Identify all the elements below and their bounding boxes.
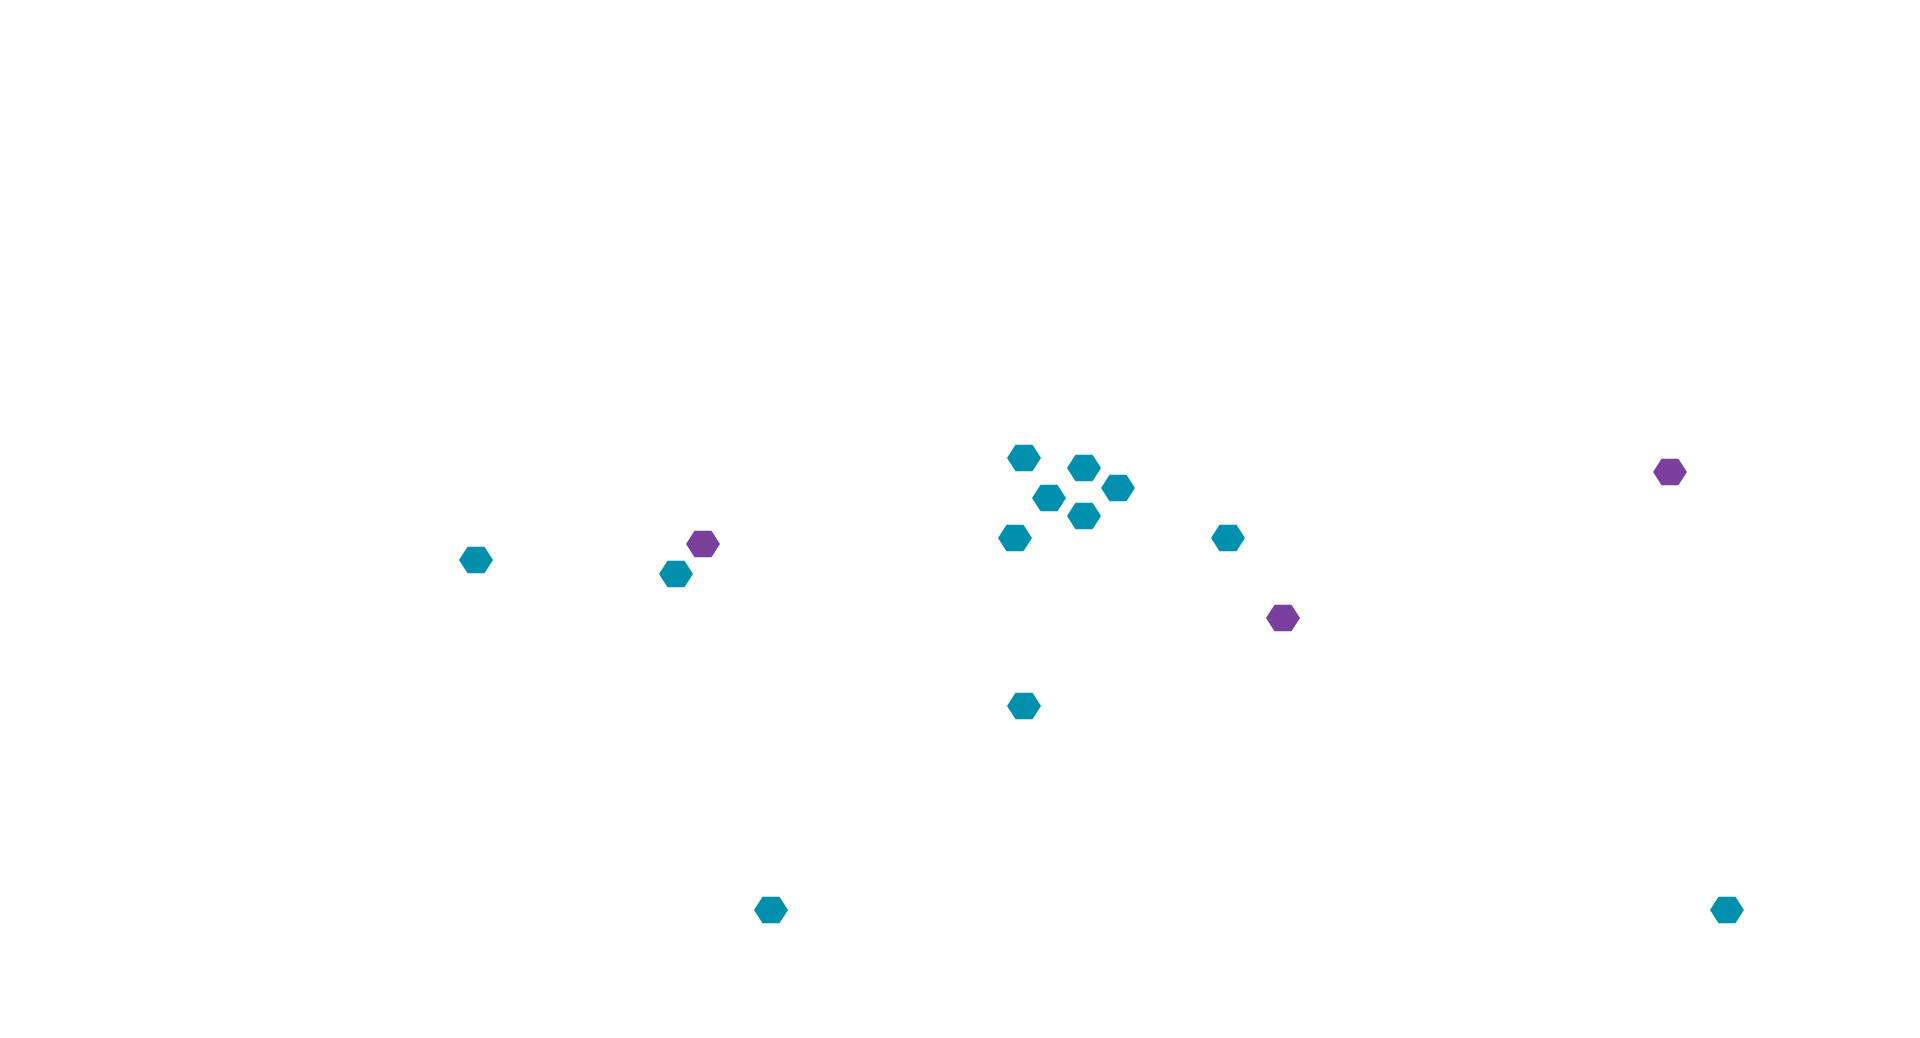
hexagon-marker-icon[interactable]	[1032, 484, 1066, 512]
marker-layer	[459, 444, 1744, 924]
hexagon-marker-icon[interactable]	[1211, 524, 1245, 552]
hexagon-marker-icon[interactable]	[1653, 458, 1687, 486]
hexagon-marker-icon[interactable]	[459, 546, 493, 574]
hexagon-marker-icon[interactable]	[686, 530, 720, 558]
hexagon-marker-icon[interactable]	[659, 560, 693, 588]
hexagon-marker-icon[interactable]	[998, 524, 1032, 552]
hexagon-marker-icon[interactable]	[1007, 692, 1041, 720]
hexagon-marker-icon[interactable]	[754, 896, 788, 924]
hexagon-marker-icon[interactable]	[1067, 502, 1101, 530]
hexagon-marker-icon[interactable]	[1101, 474, 1135, 502]
hexagon-marker-icon[interactable]	[1007, 444, 1041, 472]
hexagon-marker-icon[interactable]	[1266, 604, 1300, 632]
hexagon-marker-icon[interactable]	[1710, 896, 1744, 924]
hexagon-marker-icon[interactable]	[1067, 454, 1101, 482]
